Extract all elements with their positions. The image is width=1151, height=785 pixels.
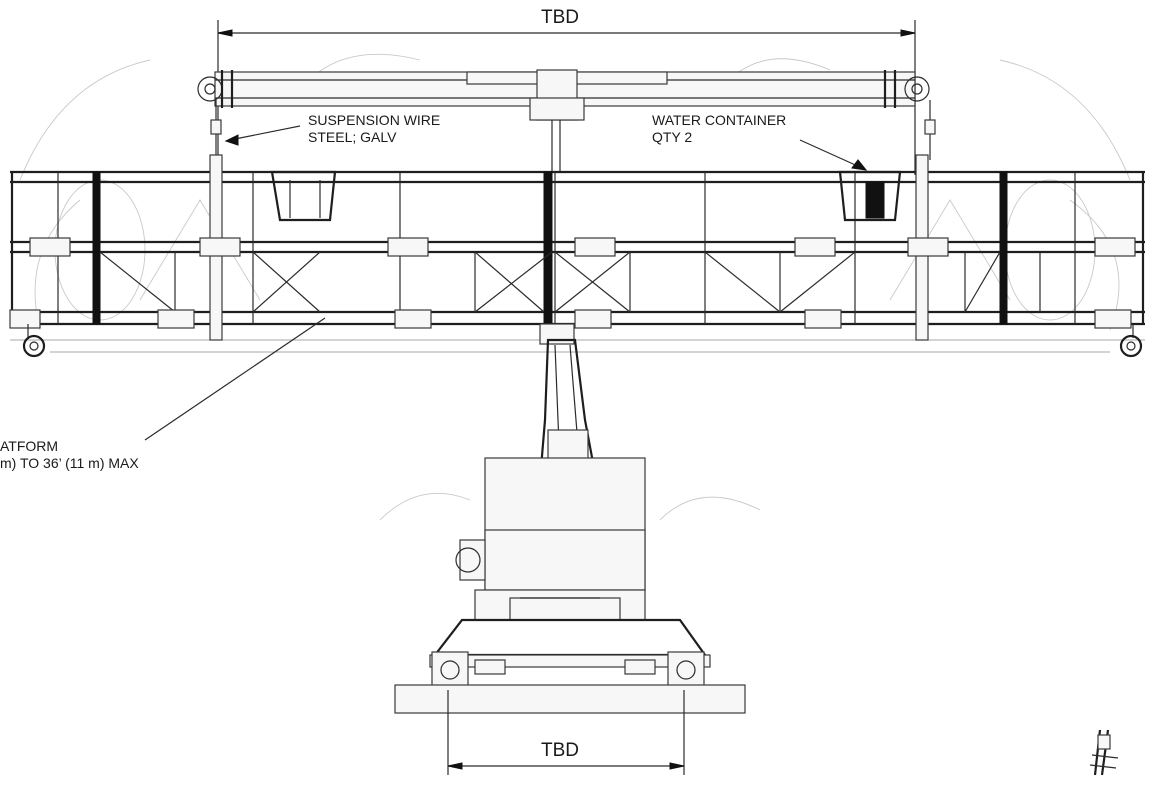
leader-suspension-wire [224,125,301,146]
bottom-dimension-line [447,690,685,775]
suspension-wire-label-line2: STEEL; GALV [308,129,397,145]
bottom-dimension-label: TBD [541,740,579,761]
platform-label-line2: m) TO 36’ (11 m) MAX [0,455,139,471]
suspension-wire-label-line1: SUSPENSION WIRE [308,112,441,128]
wheel-right [1119,324,1143,358]
water-container-right [838,170,902,222]
platform-label-line1: ATFORM [0,438,59,454]
machine-body [455,457,646,621]
top-dimension-label: TBD [541,7,579,28]
leader-platform [144,317,326,441]
inset-orientation-figure [1089,729,1119,776]
suspension-wires [210,100,936,172]
base-carriage [394,618,746,714]
water-container-label-line1: WATER CONTAINER [652,112,787,128]
wheel-left [22,324,46,358]
water-container-left [270,170,337,222]
overhead-beam [197,69,930,121]
leader-water-container [799,139,868,171]
water-container-label-line2: QTY 2 [652,129,693,145]
platform-truss [9,154,1145,353]
